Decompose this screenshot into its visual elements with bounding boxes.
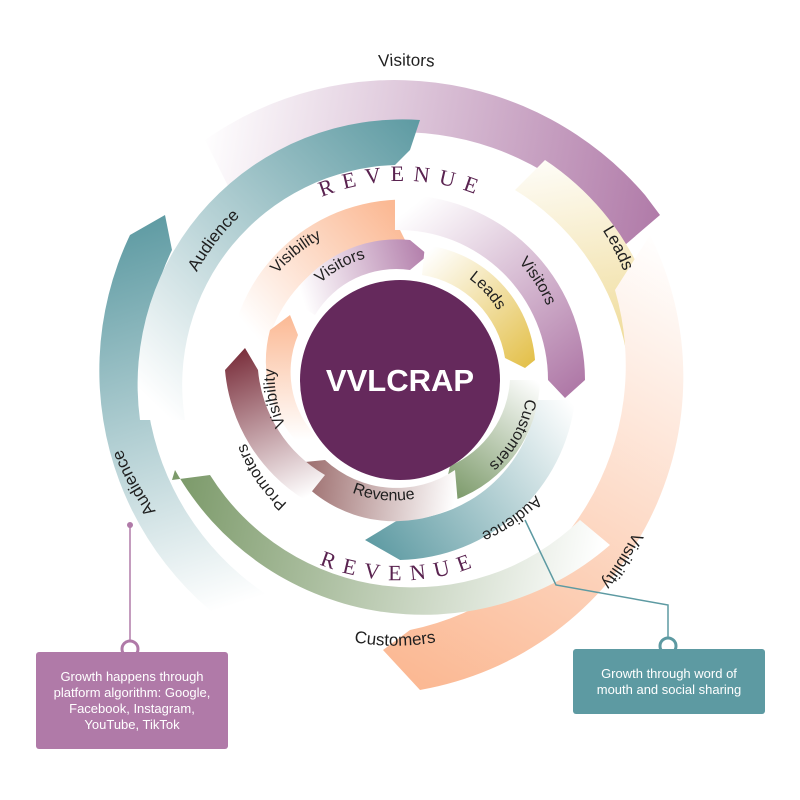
center-title: VVLCRAP <box>326 363 474 398</box>
arc-audience-left <box>99 215 310 660</box>
inner-arc-visitors-right <box>395 194 585 398</box>
inner-arc-leads <box>422 245 535 368</box>
inner-arc-visitors-top <box>290 239 428 315</box>
inner-arc-promoters <box>225 348 325 500</box>
note-right: Growth through word of mouth and social … <box>573 649 765 714</box>
center-circle <box>300 280 500 480</box>
inner-arc-visibility-top <box>228 199 415 370</box>
inner-arc-customers <box>445 380 540 500</box>
outer-label-customers: Customers <box>353 627 436 649</box>
arc-visibility <box>383 235 684 690</box>
outer-label-visitors: Visitors <box>378 51 436 71</box>
connector-left-dot-top <box>127 522 133 528</box>
inner-arc-revenue <box>300 460 458 522</box>
arc-audience-top <box>137 119 421 420</box>
inner-arc-visibility-left <box>265 315 325 450</box>
arc-customers <box>172 470 610 615</box>
arc-visitors <box>205 80 660 245</box>
note-left: Growth happens through platform algorith… <box>36 652 228 749</box>
connector-right-line <box>524 519 669 649</box>
inner-arc-audience <box>365 400 575 560</box>
